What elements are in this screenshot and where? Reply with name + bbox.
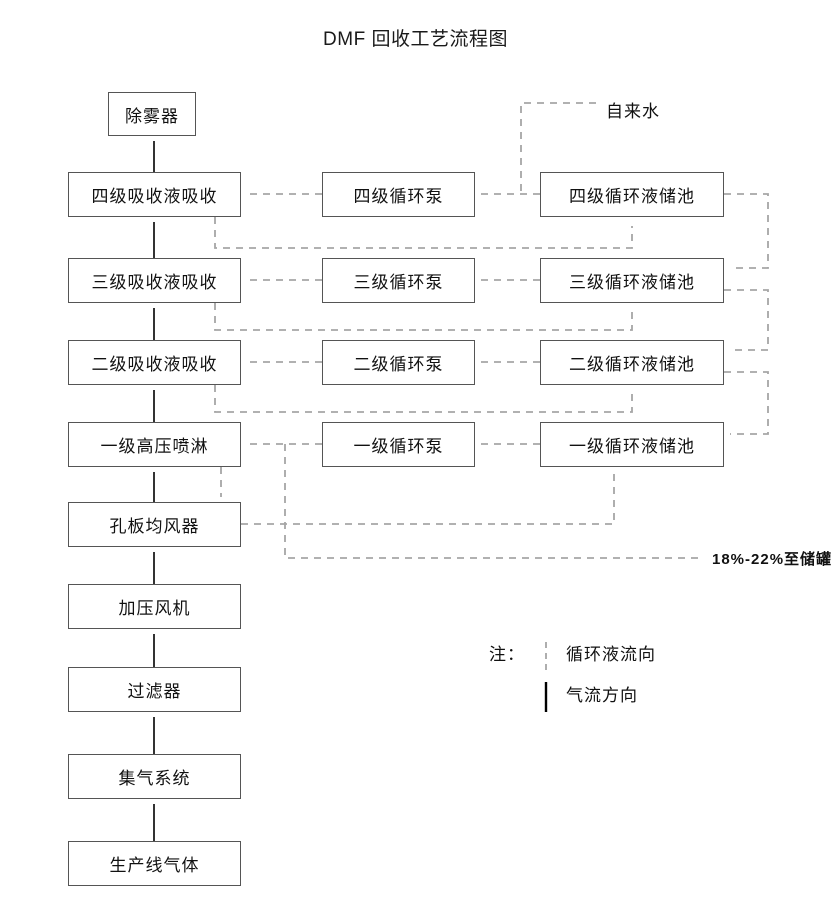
legend-item-liquid-flow-label: 循环液流向: [566, 645, 656, 664]
plate-to-tank1: [241, 472, 615, 525]
tank3-overflow-tank2: [724, 289, 769, 351]
node-demister[interactable]: 除雾器: [108, 92, 196, 136]
node-tank3[interactable]: 三级循环液储池: [540, 258, 724, 303]
node-lineGas[interactable]: 生产线气体: [68, 841, 241, 886]
node-blower[interactable]: 加压风机: [68, 584, 241, 629]
annotation-tostorage: 18%-22%至储罐: [712, 551, 831, 568]
annotation-tapwater: 自来水: [606, 102, 660, 121]
liquid-flow-arrows: [214, 102, 769, 559]
legend-item-gas-flow-label: 气流方向: [566, 686, 638, 705]
node-abs3[interactable]: 三级吸收液吸收: [68, 258, 241, 303]
node-tank1[interactable]: 一级循环液储池: [540, 422, 724, 467]
abs2-drain-to-tank1: [214, 385, 633, 413]
tapwater-line: [520, 102, 596, 194]
abs4-drain-to-tank3: [214, 217, 633, 249]
node-gascollect[interactable]: 集气系统: [68, 754, 241, 799]
node-pump3[interactable]: 三级循环泵: [322, 258, 475, 303]
tank2-overflow-tank1: [724, 371, 769, 435]
tank4-overflow-tank3: [724, 193, 769, 269]
node-pump4[interactable]: 四级循环泵: [322, 172, 475, 217]
node-pump1[interactable]: 一级循环泵: [322, 422, 475, 467]
node-abs4[interactable]: 四级吸收液吸收: [68, 172, 241, 217]
node-filter[interactable]: 过滤器: [68, 667, 241, 712]
node-tank4[interactable]: 四级循环液储池: [540, 172, 724, 217]
page-title: DMF 回收工艺流程图: [323, 29, 508, 50]
to-storage-line: [284, 444, 700, 559]
node-perfplate[interactable]: 孔板均风器: [68, 502, 241, 547]
node-spray1[interactable]: 一级高压喷淋: [68, 422, 241, 467]
abs3-drain-to-tank2: [214, 303, 633, 331]
legend-note-label: 注：: [489, 645, 525, 664]
node-tank2[interactable]: 二级循环液储池: [540, 340, 724, 385]
node-pump2[interactable]: 二级循环泵: [322, 340, 475, 385]
node-abs2[interactable]: 二级吸收液吸收: [68, 340, 241, 385]
